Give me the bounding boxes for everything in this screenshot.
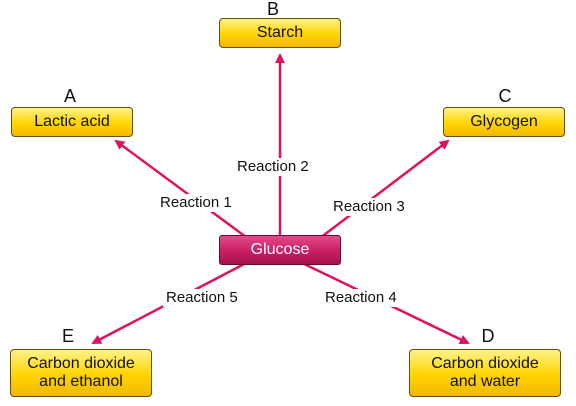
product-box-carbon-dioxide-ethanol: Carbon dioxide and ethanol: [10, 349, 152, 397]
product-box-carbon-dioxide-water: Carbon dioxide and water: [409, 349, 561, 397]
product-label-e-line-1: Carbon dioxide: [27, 355, 135, 372]
letter-a: A: [63, 86, 76, 106]
letter-e: E: [61, 326, 74, 346]
arrow-to-lactic-acid: [114, 139, 251, 242]
product-label-lactic-acid: Lactic acid: [34, 113, 110, 130]
product-label-starch: Starch: [256, 24, 304, 41]
glucose-label: Glucose: [250, 241, 310, 258]
product-label-glycogen: Glycogen: [470, 113, 538, 130]
arrow-to-glycogen: [319, 139, 450, 239]
letter-c: C: [498, 86, 512, 106]
reaction-label-3: Reaction 3: [330, 198, 408, 216]
product-label-d-line-1: Carbon dioxide: [431, 355, 539, 372]
reaction-label-1: Reaction 1: [157, 194, 235, 212]
letter-b: B: [266, 0, 279, 19]
reaction-label-2: Reaction 2: [234, 158, 312, 176]
glucose-box: Glucose: [219, 235, 341, 265]
product-box-glycogen: Glycogen: [443, 107, 565, 137]
reaction-label-4: Reaction 4: [322, 289, 400, 307]
product-label-e-line-2: and ethanol: [39, 373, 123, 390]
product-box-lactic-acid: Lactic acid: [11, 107, 133, 137]
product-label-d-line-2: and water: [449, 373, 521, 390]
product-box-starch: Starch: [219, 18, 341, 48]
reaction-label-5: Reaction 5: [163, 289, 241, 307]
letter-d: D: [481, 326, 495, 346]
